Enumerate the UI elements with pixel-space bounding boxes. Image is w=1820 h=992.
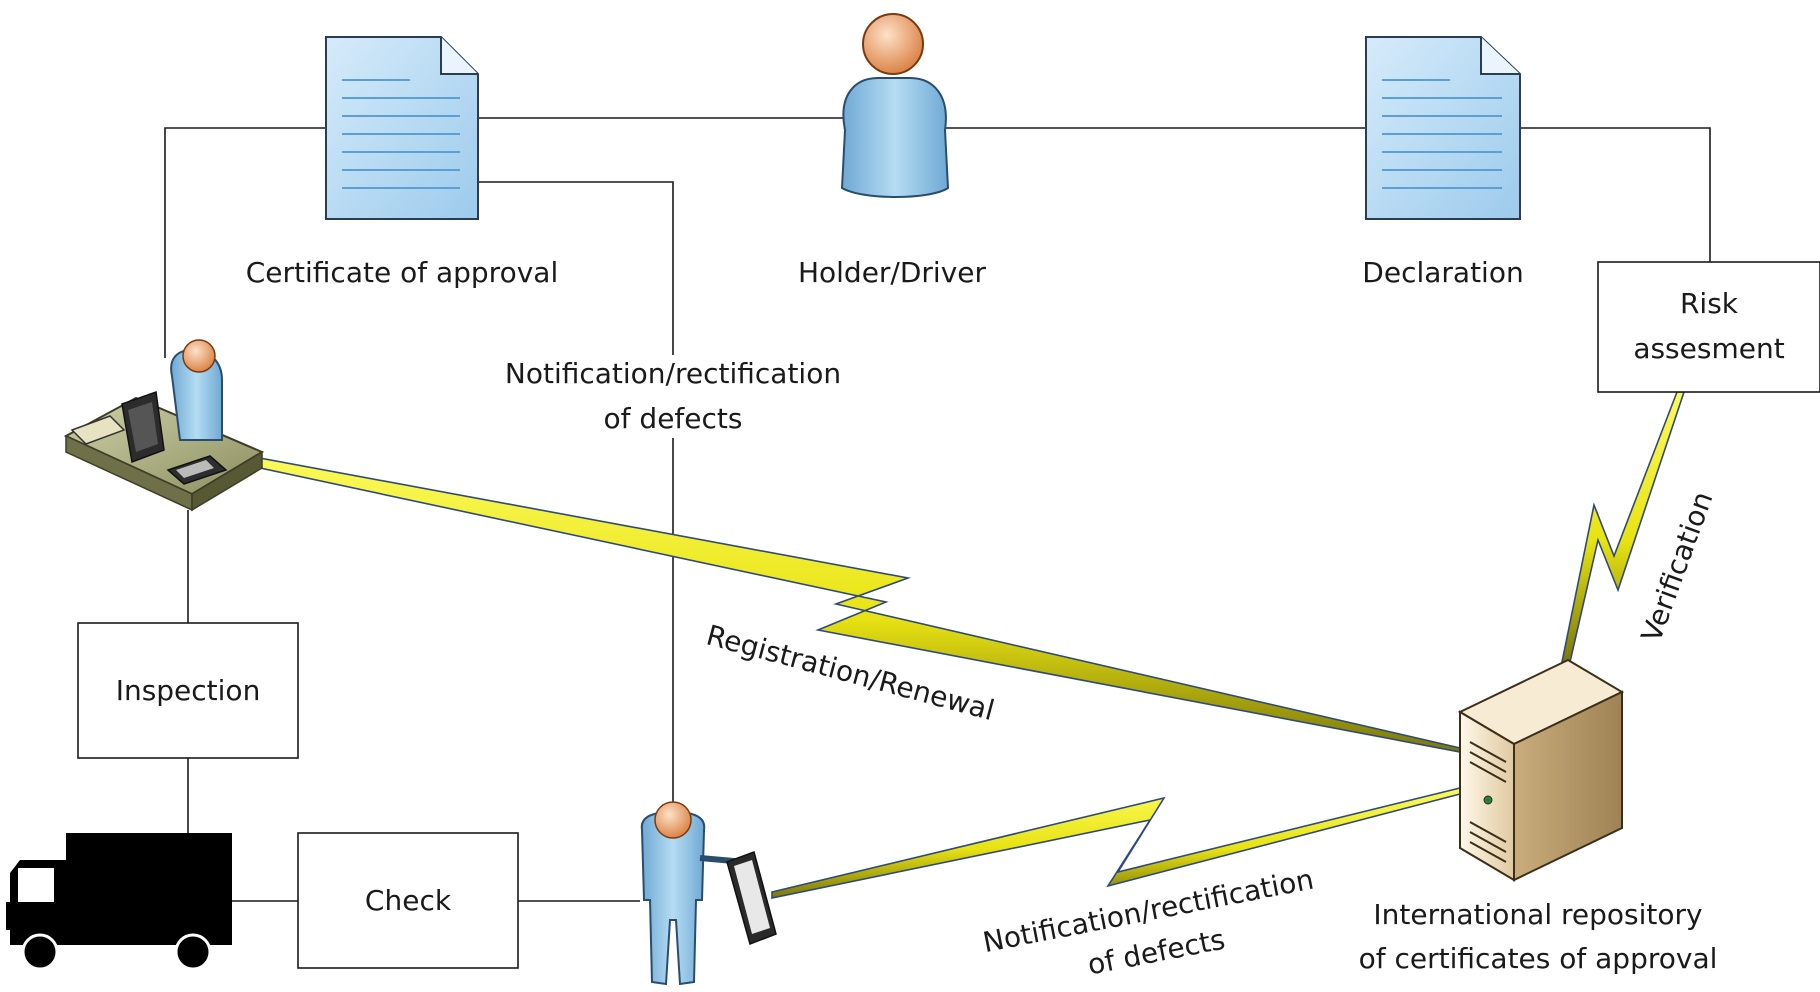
bolt-notification	[771, 786, 1461, 899]
declaration-label: Declaration	[1362, 256, 1523, 289]
line-certificate-to-notification	[478, 181, 674, 355]
line-certificate-to-office	[164, 127, 326, 358]
holder-label: Holder/Driver	[798, 256, 987, 289]
inspection-label: Inspection	[116, 674, 261, 707]
notification-bottom-label: Notification/rectification of defects	[980, 863, 1316, 982]
bolt-registration	[230, 453, 1461, 753]
inspection-box: Inspection	[77, 622, 299, 759]
certificate-label: Certificate of approval	[246, 256, 558, 289]
repository-label-line2: of certificates of approval	[1359, 942, 1718, 975]
connector-lines	[164, 117, 1711, 902]
risk-assessment-box: Risk assesment	[1597, 261, 1820, 393]
declaration-document-icon	[1365, 36, 1521, 220]
risk-label-line1: Risk	[1680, 287, 1739, 320]
repository-label-line1: International repository	[1373, 898, 1702, 931]
line-declaration-to-risk	[1520, 127, 1711, 262]
check-label: Check	[365, 884, 452, 917]
risk-label-line2: assesment	[1633, 332, 1784, 365]
office-worker-icon	[63, 339, 265, 512]
inspector-tablet-icon	[640, 801, 777, 986]
notification-top-label-line2: of defects	[604, 402, 743, 435]
truck-icon	[6, 833, 232, 971]
holder-person-icon	[840, 13, 950, 198]
server-icon	[1457, 658, 1625, 882]
certificate-document-icon	[325, 36, 479, 220]
check-box: Check	[297, 832, 519, 969]
verification-label: Verification	[1635, 487, 1720, 646]
notification-top-label-line1: Notification/rectification	[505, 357, 841, 390]
